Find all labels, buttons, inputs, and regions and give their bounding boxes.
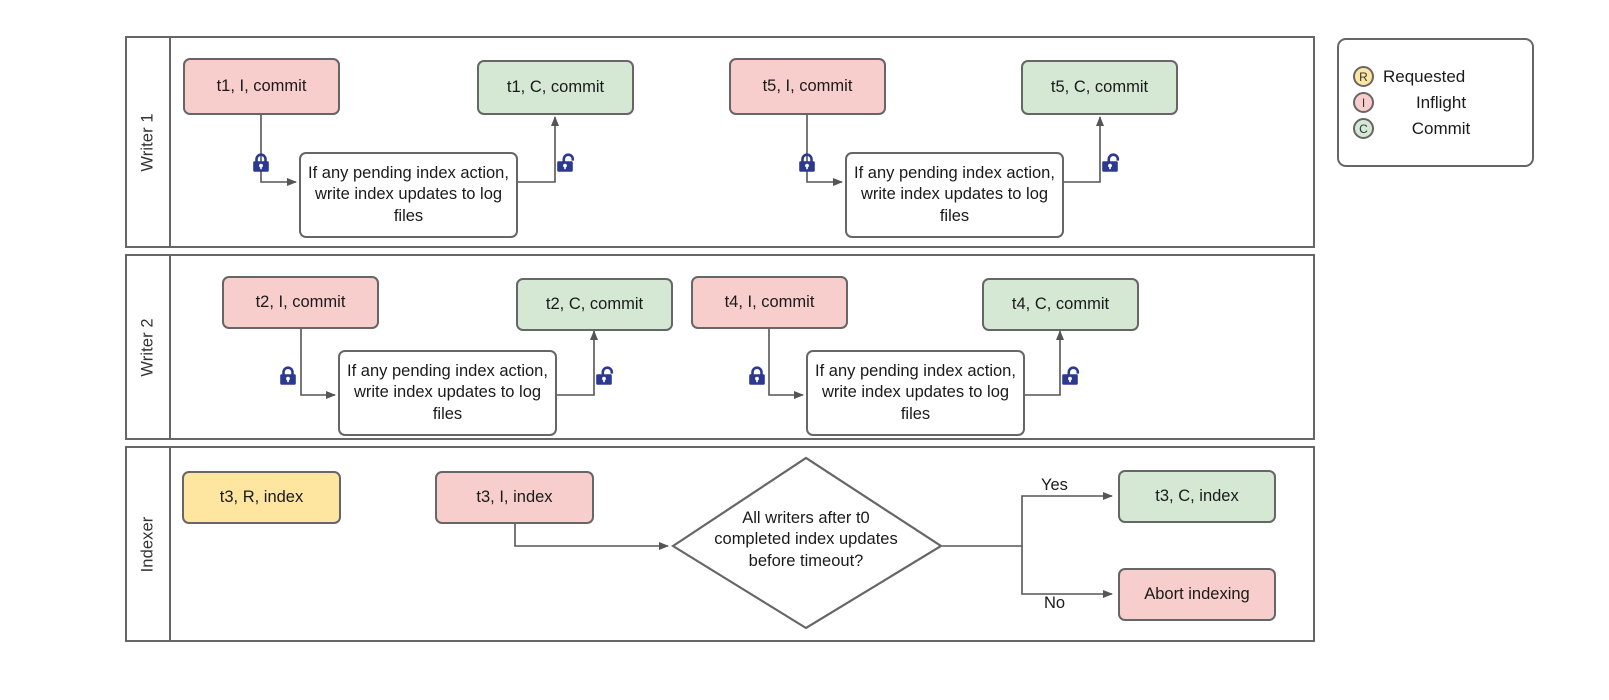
swimlane-label-indexer: Indexer xyxy=(127,448,171,640)
node-w2-process[interactable]: If any pending index action, write index… xyxy=(338,350,557,436)
node-w1-process-2[interactable]: If any pending index action, write index… xyxy=(845,152,1064,238)
decision-line-1: All writers after t0 xyxy=(742,509,870,527)
legend-panel: R Requested I Inflight C Commit xyxy=(1337,38,1534,167)
node-w1-t1-inflight[interactable]: t1, I, commit xyxy=(183,58,340,115)
node-w2-process-2[interactable]: If any pending index action, write index… xyxy=(806,350,1025,436)
node-w1-t5-inflight[interactable]: t5, I, commit xyxy=(729,58,886,115)
legend-badge-inflight-icon: I xyxy=(1353,92,1374,113)
decision-line-2: completed index updates xyxy=(714,530,898,549)
lock-open-icon xyxy=(554,152,576,174)
node-w2-t2-commit[interactable]: t2, C, commit xyxy=(516,278,673,331)
node-w1-t5-commit[interactable]: t5, C, commit xyxy=(1021,60,1178,115)
lock-closed-icon xyxy=(746,365,768,387)
legend-label-inflight: Inflight xyxy=(1415,92,1467,112)
node-w1-t1-commit[interactable]: t1, C, commit xyxy=(477,60,634,115)
node-w2-t4-inflight[interactable]: t4, I, commit xyxy=(691,276,848,329)
swimlane-title-text: Writer 1 xyxy=(138,112,157,172)
legend-item-requested: R Requested xyxy=(1339,64,1532,90)
legend-item-inflight: I Inflight xyxy=(1339,90,1532,116)
decision-label: All writers after t0 completed index upd… xyxy=(706,508,906,572)
edge-label-no: No xyxy=(1044,594,1066,612)
lock-closed-icon xyxy=(250,152,272,174)
legend-label-commit: Commit xyxy=(1411,118,1471,138)
decision-line-3: before timeout? xyxy=(748,551,864,570)
swimlane-label-writer-1: Writer 1 xyxy=(127,38,171,246)
node-w1-process[interactable]: If any pending index action, write index… xyxy=(299,152,518,238)
legend-badge-commit-icon: C xyxy=(1353,118,1374,139)
node-indexer-t3-inflight[interactable]: t3, I, index xyxy=(435,471,594,524)
lock-closed-icon xyxy=(796,152,818,174)
lock-closed-icon xyxy=(277,365,299,387)
lock-open-icon xyxy=(1099,152,1121,174)
legend-item-commit: C Commit xyxy=(1339,116,1532,142)
swimlane-label-writer-2: Writer 2 xyxy=(127,256,171,438)
node-indexer-t3-requested[interactable]: t3, R, index xyxy=(182,471,341,524)
edge-label-yes: Yes xyxy=(1041,476,1068,494)
node-w2-t2-inflight[interactable]: t2, I, commit xyxy=(222,276,379,329)
swimlane-title-text: Indexer xyxy=(138,516,157,572)
swimlane-title-text: Writer 2 xyxy=(138,317,157,377)
legend-label-requested: Requested xyxy=(1383,66,1466,86)
node-indexer-t3-commit[interactable]: t3, C, index xyxy=(1118,470,1276,523)
node-w2-t4-commit[interactable]: t4, C, commit xyxy=(982,278,1139,331)
legend-badge-requested-icon: R xyxy=(1353,66,1374,87)
node-indexer-abort[interactable]: Abort indexing xyxy=(1118,568,1276,621)
lock-open-icon xyxy=(1059,365,1081,387)
lock-open-icon xyxy=(593,365,615,387)
